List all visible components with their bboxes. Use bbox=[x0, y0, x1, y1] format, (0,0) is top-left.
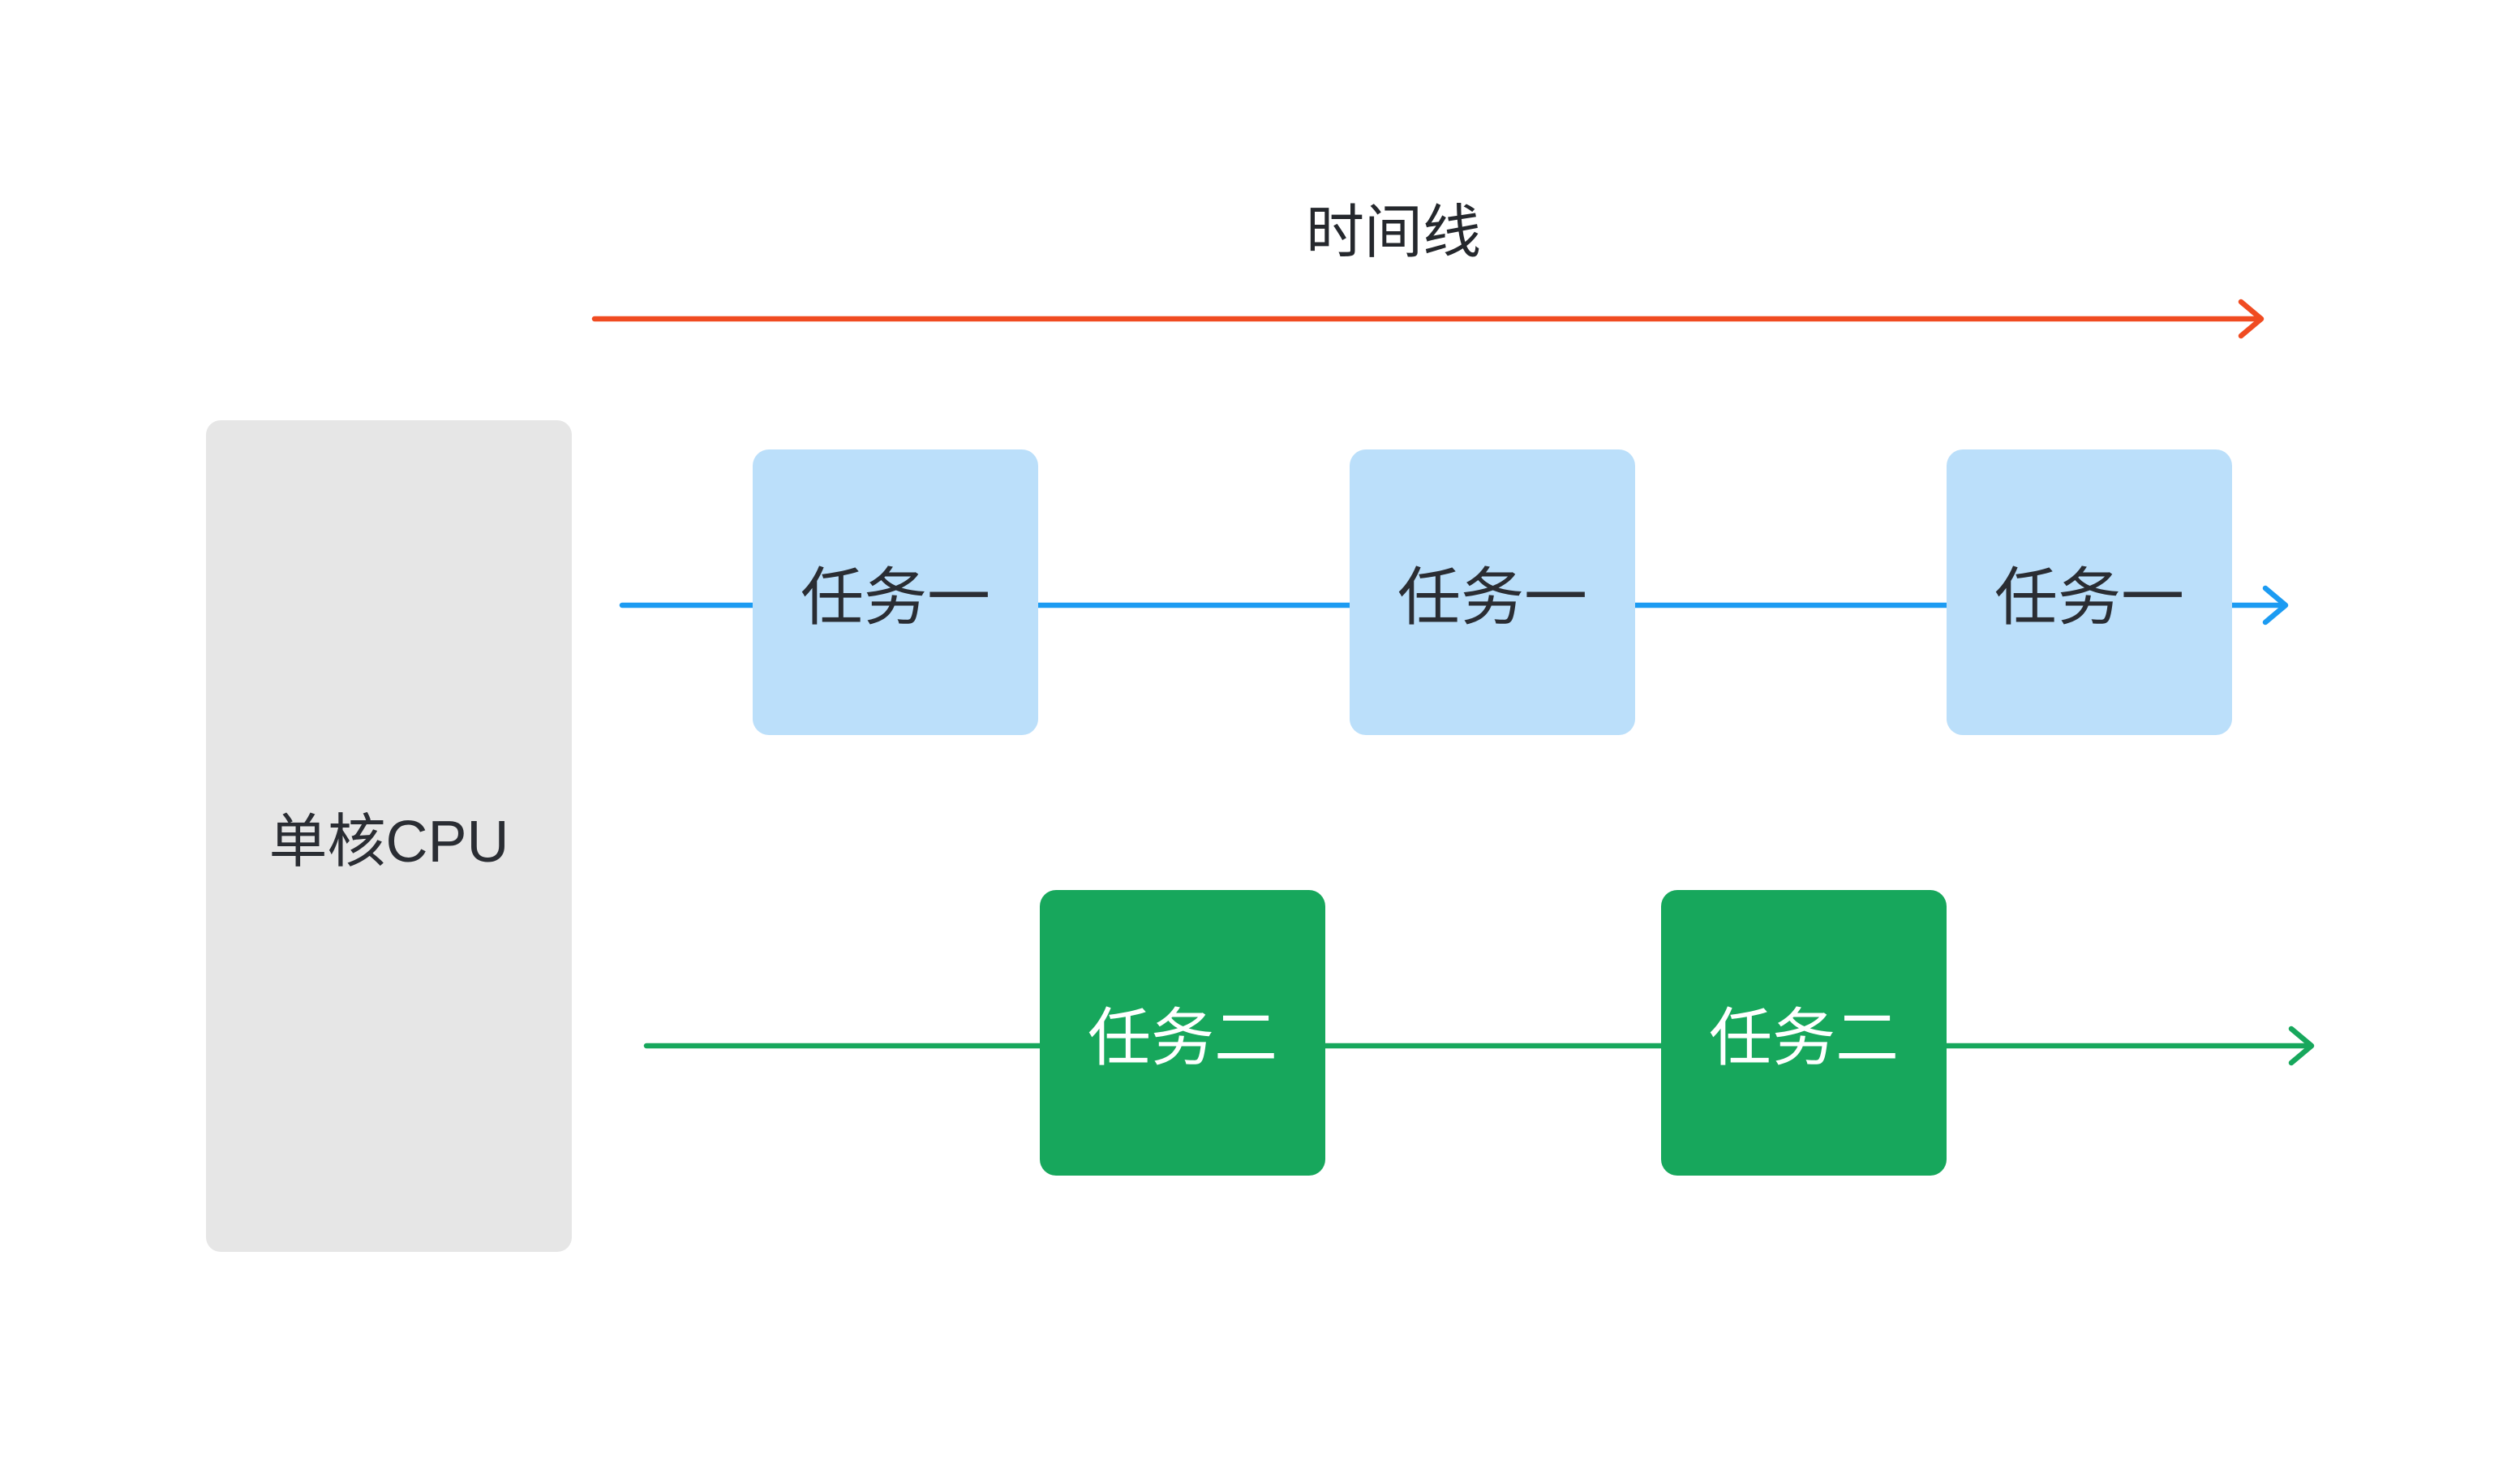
task2-box-1: 任务二 bbox=[1040, 890, 1325, 1176]
timeline-title: 时间线 bbox=[1305, 200, 1481, 265]
task1-box-3: 任务一 bbox=[1947, 449, 2232, 735]
timeline-arrow bbox=[591, 299, 2265, 339]
task2-box-2: 任务二 bbox=[1661, 890, 1947, 1176]
cpu-box: 单核CPU bbox=[206, 420, 572, 1252]
task2-line-arrow bbox=[643, 1026, 2315, 1066]
task1-box-2: 任务一 bbox=[1350, 449, 1635, 735]
task1-box-1: 任务一 bbox=[753, 449, 1038, 735]
